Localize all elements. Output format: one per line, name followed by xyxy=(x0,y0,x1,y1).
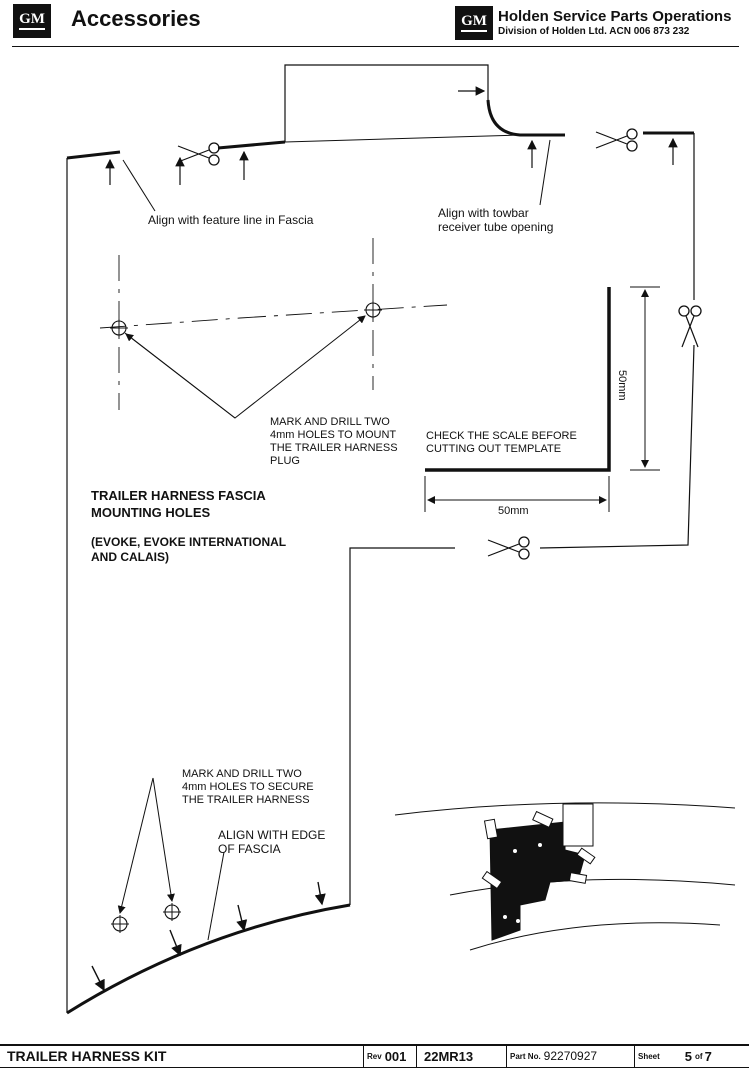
drill-hole-mark xyxy=(109,318,129,338)
scissors-icon xyxy=(177,142,220,166)
vehicle-models: (EVOKE, EVOKE INTERNATIONAL AND CALAIS) xyxy=(91,535,287,564)
drill-hole-mark xyxy=(162,902,182,922)
scissors-icon xyxy=(678,305,702,348)
annotation-mark-drill-secure: MARK AND DRILL TWO 4mm HOLES TO SECURE T… xyxy=(182,768,314,806)
template-outline xyxy=(66,64,695,1015)
sheet-number: Sheet 5 of 7 xyxy=(638,1048,712,1064)
part-number: Part No.92270927 xyxy=(510,1049,598,1063)
company-division: Division of Holden Ltd. ACN 006 873 232 xyxy=(498,26,690,37)
scale-indicator xyxy=(424,286,660,512)
annotation-feature-line: Align with feature line in Fascia xyxy=(148,213,314,227)
annotation-mark-drill-mount: MARK AND DRILL TWO 4mm HOLES TO MOUNT TH… xyxy=(270,416,398,467)
drill-hole-mark xyxy=(363,300,383,320)
gm-logo-right: GM xyxy=(455,6,493,40)
annotation-check-scale: CHECK THE SCALE BEFORE CUTTING OUT TEMPL… xyxy=(426,430,577,455)
footer-rule-bottom xyxy=(0,1067,749,1068)
annotation-align-edge: ALIGN WITH EDGE OF FASCIA xyxy=(218,828,326,856)
annotation-towbar-line2: receiver tube opening xyxy=(438,220,554,234)
installation-illustration xyxy=(394,802,736,951)
section-title: TRAILER HARNESS FASCIA MOUNTING HOLES xyxy=(91,488,266,520)
annotation-towbar-line1: Align with towbar xyxy=(438,206,529,220)
document-code: 22MR13 xyxy=(424,1048,474,1064)
scissors-icon xyxy=(487,536,530,560)
drill-hole-mark xyxy=(110,914,130,934)
gm-logo-left: GM xyxy=(13,4,51,38)
header-rule xyxy=(12,46,739,47)
company-name: Holden Service Parts Operations xyxy=(498,8,732,25)
scale-label-vertical: 50mm xyxy=(616,370,628,401)
page-title: Accessories xyxy=(71,6,201,31)
scissors-icon xyxy=(595,128,638,152)
kit-title: TRAILER HARNESS KIT xyxy=(7,1048,167,1064)
footer-rule xyxy=(0,1044,749,1046)
scale-label-horizontal: 50mm xyxy=(498,505,529,517)
